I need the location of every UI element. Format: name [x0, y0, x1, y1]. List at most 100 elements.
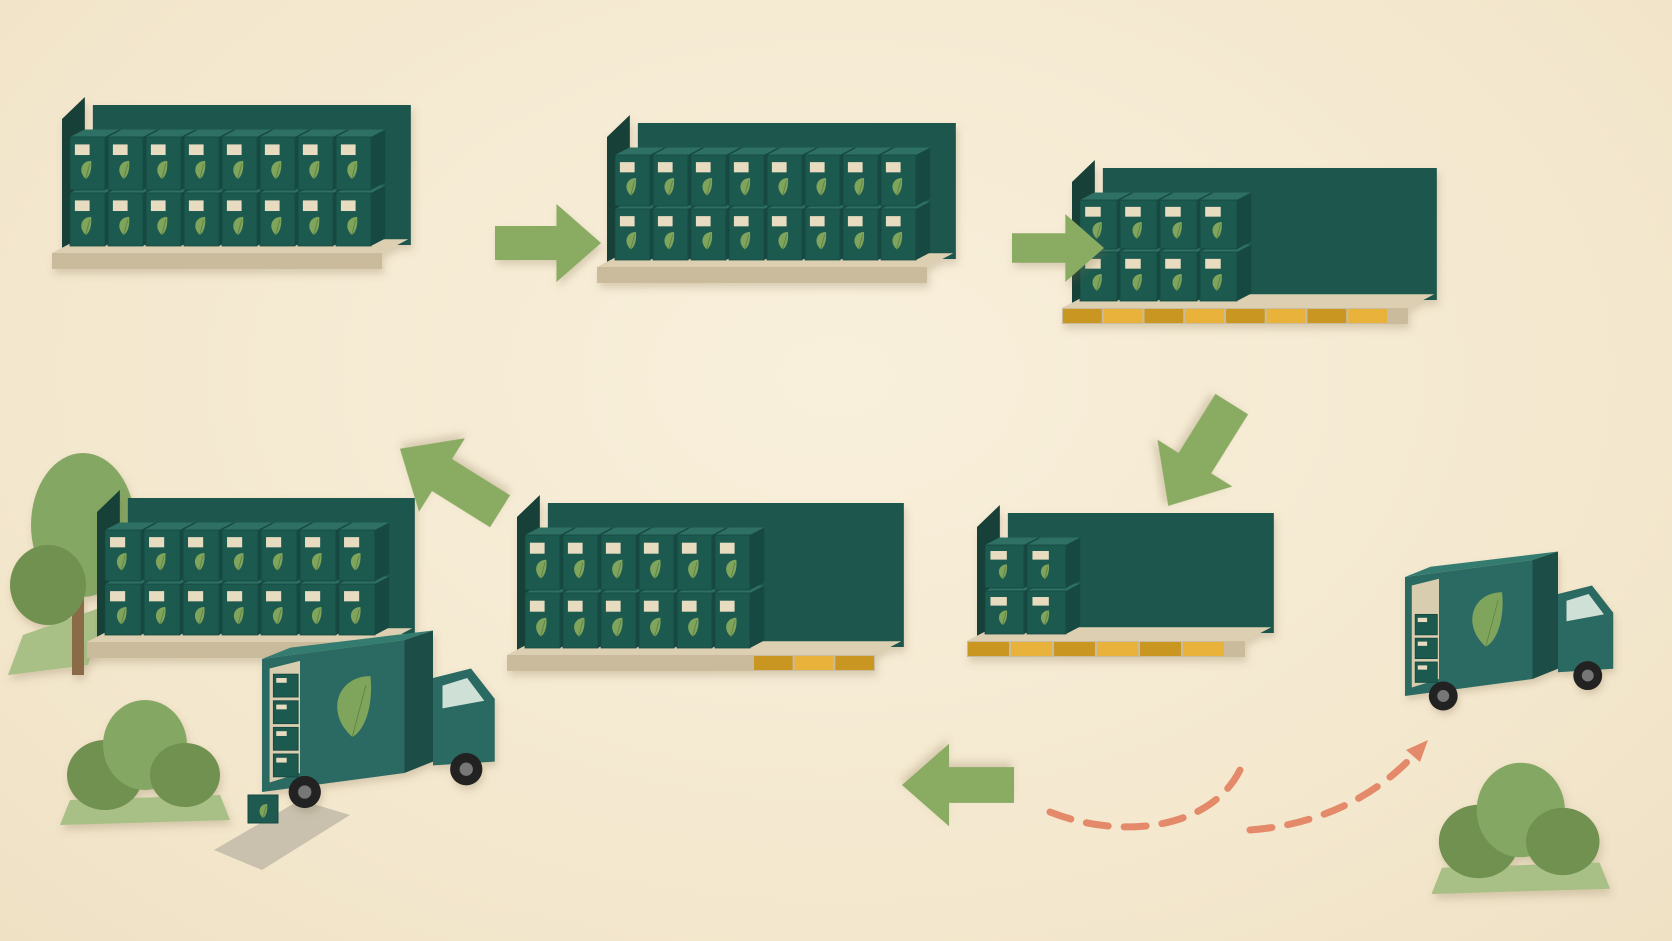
box-label — [1165, 259, 1181, 269]
box-label — [266, 537, 281, 547]
storage-box — [881, 202, 930, 260]
bush-lobe — [150, 743, 220, 807]
empty-slot-strip — [1054, 642, 1095, 656]
box-label — [189, 200, 204, 211]
empty-slot-strip — [1140, 642, 1181, 656]
box-side — [916, 148, 930, 206]
empty-slot-strip — [795, 656, 834, 670]
storage-box — [715, 586, 764, 648]
box-label — [75, 200, 90, 211]
box-label — [1032, 597, 1048, 606]
platform-front — [597, 267, 927, 283]
box-label — [1418, 642, 1427, 646]
box-label — [113, 200, 128, 211]
box-label — [305, 537, 320, 547]
box-label — [734, 216, 749, 226]
truck-hubcap — [298, 785, 311, 798]
box-label — [276, 705, 286, 710]
stage-5-restocked-shelf — [507, 495, 904, 671]
storage-box — [715, 528, 764, 590]
box-label — [720, 601, 735, 612]
flow-arrow-4-to-5 — [902, 744, 1014, 826]
box-label — [110, 537, 125, 547]
arrow-shape — [902, 744, 1014, 826]
box-label — [189, 144, 204, 155]
box-label — [620, 162, 635, 172]
box-label — [606, 601, 621, 612]
stage-4-low-shelf — [967, 505, 1274, 657]
bush-lobe — [1526, 808, 1600, 875]
box-label — [75, 144, 90, 155]
stage-3-half-shelf — [1062, 160, 1437, 324]
bush-icon-left — [60, 700, 230, 825]
dashed-path-arrowhead — [1406, 740, 1428, 762]
box-label — [151, 144, 166, 155]
truck-cargo-box — [273, 674, 298, 697]
box-label — [990, 551, 1006, 560]
box-label — [149, 591, 164, 601]
box-label — [1125, 259, 1141, 269]
box-label — [568, 543, 583, 554]
box-label — [682, 601, 697, 612]
box-label — [886, 162, 901, 172]
bush-icon-right — [1432, 763, 1611, 894]
box-side — [375, 523, 389, 581]
empty-slot-strip — [1063, 309, 1102, 323]
empty-slot-strip — [1145, 309, 1184, 323]
box-label — [303, 200, 318, 211]
dashed-path-right — [1250, 748, 1420, 830]
truck-cargo-box — [1415, 638, 1437, 658]
truck-cargo-box — [1415, 614, 1437, 634]
box-label — [990, 597, 1006, 606]
box-label — [606, 543, 621, 554]
box-side — [1237, 245, 1251, 301]
stage-6-stocked-shelf — [87, 490, 415, 658]
box-label — [1205, 207, 1221, 217]
box-side — [1066, 538, 1080, 588]
box-label — [682, 543, 697, 554]
truck-cargo-box — [1415, 662, 1437, 682]
box-label — [303, 144, 318, 155]
truck-cargo-rear — [1533, 552, 1559, 680]
box-label — [1165, 207, 1181, 217]
empty-slot-strip — [1104, 309, 1143, 323]
box-label — [341, 200, 356, 211]
box-label — [305, 591, 320, 601]
box-label — [658, 162, 673, 172]
box-label — [276, 678, 286, 683]
box-label — [530, 601, 545, 612]
storage-box — [339, 523, 389, 581]
box-label — [113, 144, 128, 155]
box-label — [227, 537, 242, 547]
box-label — [151, 200, 166, 211]
box-label — [696, 216, 711, 226]
empty-slot-strip — [754, 656, 793, 670]
loading-ramp — [214, 800, 350, 870]
stage-2-full-shelf — [597, 115, 956, 283]
truck-cargo-box — [273, 754, 298, 777]
box-label — [110, 591, 125, 601]
box-label — [644, 543, 659, 554]
truck-cargo-box — [273, 701, 298, 724]
trucks-layer — [214, 552, 1613, 871]
truck-cargo-rear — [405, 631, 434, 774]
empty-slot-strip — [1308, 309, 1347, 323]
tree-canopy-lower — [10, 545, 86, 625]
box-label — [188, 591, 203, 601]
box-label — [1032, 551, 1048, 560]
empty-slot-strip — [1348, 309, 1387, 323]
box-label — [1205, 259, 1221, 269]
flow-arrow-3-to-4 — [1131, 381, 1269, 530]
empty-slot-strip — [1183, 642, 1224, 656]
box-label — [734, 162, 749, 172]
empty-slot-strip — [1267, 309, 1306, 323]
box-label — [227, 591, 242, 601]
empty-slot-strip — [1185, 309, 1224, 323]
box-label — [772, 216, 787, 226]
pickup-truck — [262, 631, 495, 809]
storage-box — [336, 186, 385, 246]
box-label — [1085, 207, 1101, 217]
box-label — [276, 731, 286, 736]
box-label — [276, 758, 286, 763]
